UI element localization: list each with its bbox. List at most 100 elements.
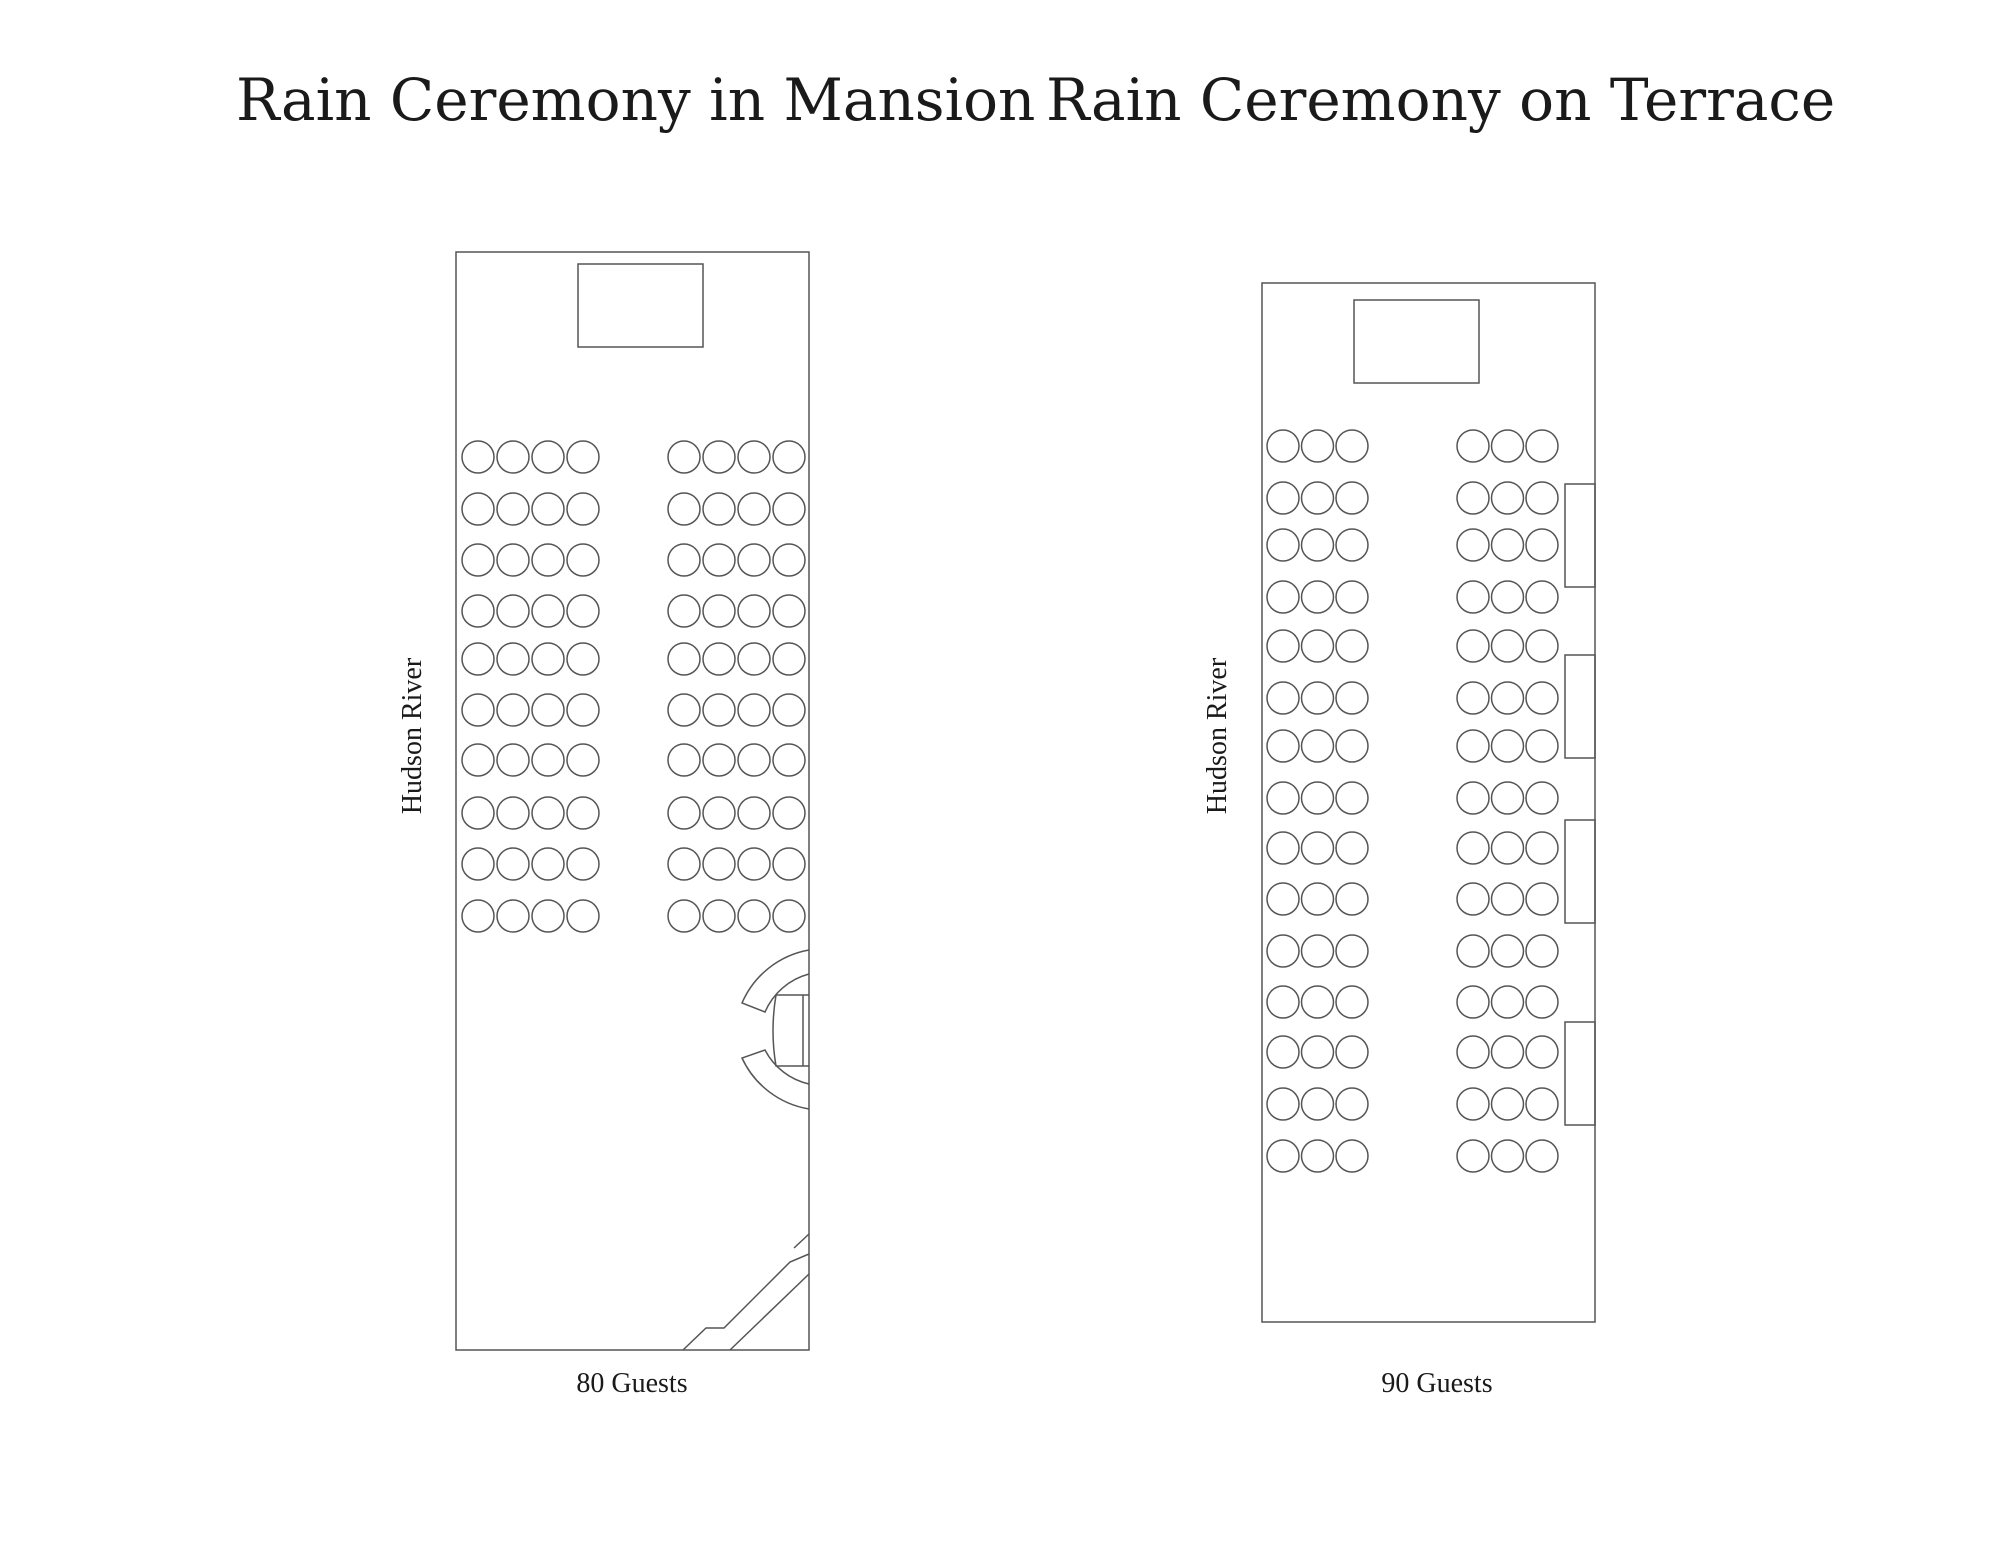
seat bbox=[496, 743, 530, 777]
seat bbox=[1490, 1139, 1525, 1173]
seat bbox=[1525, 729, 1559, 763]
seat bbox=[1525, 831, 1559, 865]
seat bbox=[667, 543, 701, 577]
seat bbox=[496, 440, 530, 474]
seat bbox=[737, 796, 771, 830]
seat bbox=[1266, 1139, 1300, 1173]
seat bbox=[702, 642, 736, 676]
seat bbox=[737, 543, 771, 577]
seat bbox=[1525, 629, 1559, 663]
seat bbox=[702, 796, 736, 830]
seat bbox=[1300, 1035, 1335, 1069]
seat bbox=[1300, 580, 1335, 614]
seat bbox=[1266, 985, 1300, 1019]
seat bbox=[1300, 429, 1335, 463]
seat bbox=[772, 594, 806, 628]
seat bbox=[1490, 729, 1525, 763]
seat bbox=[1525, 882, 1559, 916]
seat bbox=[496, 796, 530, 830]
terrace-planter bbox=[1564, 483, 1596, 588]
seat bbox=[1525, 985, 1559, 1019]
seat bbox=[1525, 1087, 1559, 1121]
seat bbox=[1456, 831, 1490, 865]
seat bbox=[566, 440, 600, 474]
seat bbox=[702, 743, 736, 777]
seat bbox=[1335, 934, 1369, 968]
seat bbox=[1300, 481, 1335, 515]
terrace-altar bbox=[1353, 299, 1480, 384]
seat bbox=[1490, 1035, 1525, 1069]
seat bbox=[772, 796, 806, 830]
seat bbox=[1335, 831, 1369, 865]
seat bbox=[702, 492, 736, 526]
seat bbox=[1266, 528, 1300, 562]
seat bbox=[1456, 1035, 1490, 1069]
seat bbox=[1456, 481, 1490, 515]
seat bbox=[531, 594, 565, 628]
seat bbox=[1266, 1035, 1300, 1069]
seat bbox=[1266, 1087, 1300, 1121]
seat bbox=[1456, 629, 1490, 663]
seat bbox=[702, 693, 736, 727]
seat bbox=[772, 440, 806, 474]
seat bbox=[702, 594, 736, 628]
seat bbox=[737, 492, 771, 526]
seat bbox=[1266, 481, 1300, 515]
hudson-river-label-mansion: Hudson River bbox=[397, 657, 428, 815]
seat bbox=[1300, 882, 1335, 916]
seat bbox=[1456, 1139, 1490, 1173]
seat bbox=[772, 642, 806, 676]
seat bbox=[461, 847, 495, 881]
seat bbox=[1335, 528, 1369, 562]
seat bbox=[496, 693, 530, 727]
seat bbox=[1456, 528, 1490, 562]
seat bbox=[1456, 781, 1490, 815]
seat bbox=[1490, 831, 1525, 865]
seat bbox=[1300, 1087, 1335, 1121]
mansion-stairs bbox=[740, 949, 810, 1110]
mansion-guest-count: 80 Guests bbox=[576, 1368, 688, 1399]
seat bbox=[772, 743, 806, 777]
seat bbox=[531, 899, 565, 933]
seat bbox=[1525, 681, 1559, 715]
seat bbox=[1300, 831, 1335, 865]
seat bbox=[1335, 882, 1369, 916]
seat bbox=[566, 847, 600, 881]
seat bbox=[1490, 429, 1525, 463]
seat bbox=[1300, 729, 1335, 763]
seat bbox=[667, 492, 701, 526]
seat bbox=[1490, 781, 1525, 815]
seat bbox=[531, 642, 565, 676]
terrace-seating bbox=[1266, 429, 1559, 1173]
seat bbox=[531, 693, 565, 727]
seat bbox=[461, 440, 495, 474]
seat bbox=[1525, 429, 1559, 463]
seat bbox=[566, 796, 600, 830]
seat bbox=[1335, 985, 1369, 1019]
seat bbox=[1266, 831, 1300, 865]
seat bbox=[737, 440, 771, 474]
seat bbox=[1335, 729, 1369, 763]
seat bbox=[1335, 481, 1369, 515]
seat bbox=[1490, 528, 1525, 562]
seat bbox=[461, 492, 495, 526]
seat bbox=[737, 847, 771, 881]
terrace-outline bbox=[1261, 282, 1596, 1323]
seat bbox=[667, 796, 701, 830]
seat bbox=[1335, 1035, 1369, 1069]
seat bbox=[1300, 934, 1335, 968]
seat bbox=[772, 543, 806, 577]
seat bbox=[566, 543, 600, 577]
seat bbox=[1266, 781, 1300, 815]
seat bbox=[1266, 729, 1300, 763]
seat bbox=[737, 642, 771, 676]
seat bbox=[702, 899, 736, 933]
seat bbox=[702, 847, 736, 881]
seat bbox=[1456, 580, 1490, 614]
mansion-room-outline bbox=[455, 251, 810, 1351]
seat bbox=[1525, 1139, 1559, 1173]
seat bbox=[1456, 681, 1490, 715]
seat bbox=[772, 492, 806, 526]
seat bbox=[1456, 882, 1490, 916]
